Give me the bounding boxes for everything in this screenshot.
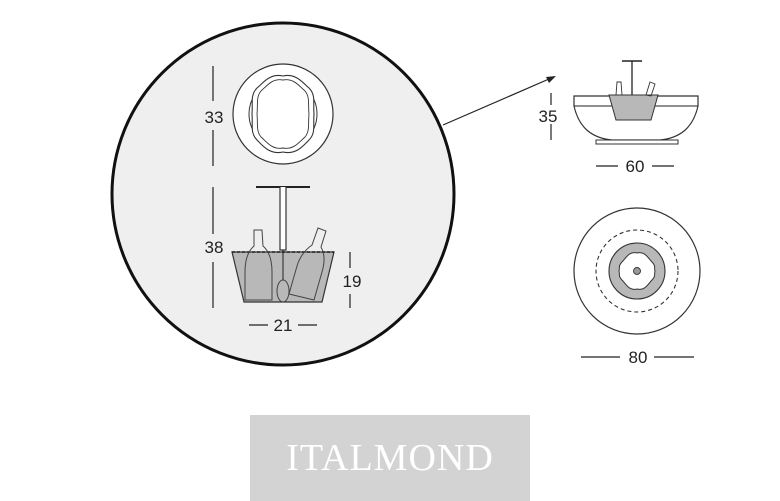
brand-logo: ITALMOND — [286, 437, 494, 479]
dim-label-80: 80 — [629, 348, 648, 367]
dim-label-35: 35 — [539, 107, 558, 126]
table-bucket — [608, 94, 659, 121]
bottle-left — [244, 229, 273, 301]
dim-label-21: 21 — [274, 316, 293, 335]
dimension-table-width: 60 — [596, 157, 674, 176]
table-side-view — [573, 60, 699, 145]
leader-arrow — [442, 76, 556, 126]
bottle-right — [288, 227, 327, 301]
dimension-table-diameter: 80 — [581, 348, 694, 367]
dimension-bucket-height: 19 — [343, 252, 362, 308]
table-top-view — [573, 207, 701, 335]
dimension-tray-height: 33 — [205, 66, 224, 166]
dim-label-38: 38 — [205, 238, 224, 257]
dim-label-33: 33 — [205, 108, 224, 127]
bucket-front-view — [231, 186, 335, 303]
dimension-bucket-width: 21 — [249, 316, 317, 335]
dim-label-19: 19 — [343, 272, 362, 291]
dimension-table-height: 35 — [539, 93, 558, 140]
dim-label-60: 60 — [626, 157, 645, 176]
tray-top-view — [232, 63, 334, 165]
brand-logo-box: ITALMOND — [250, 415, 530, 501]
dimension-bucket-total-height: 38 — [205, 187, 224, 308]
detail-view: 33 38 19 21 — [110, 21, 456, 367]
